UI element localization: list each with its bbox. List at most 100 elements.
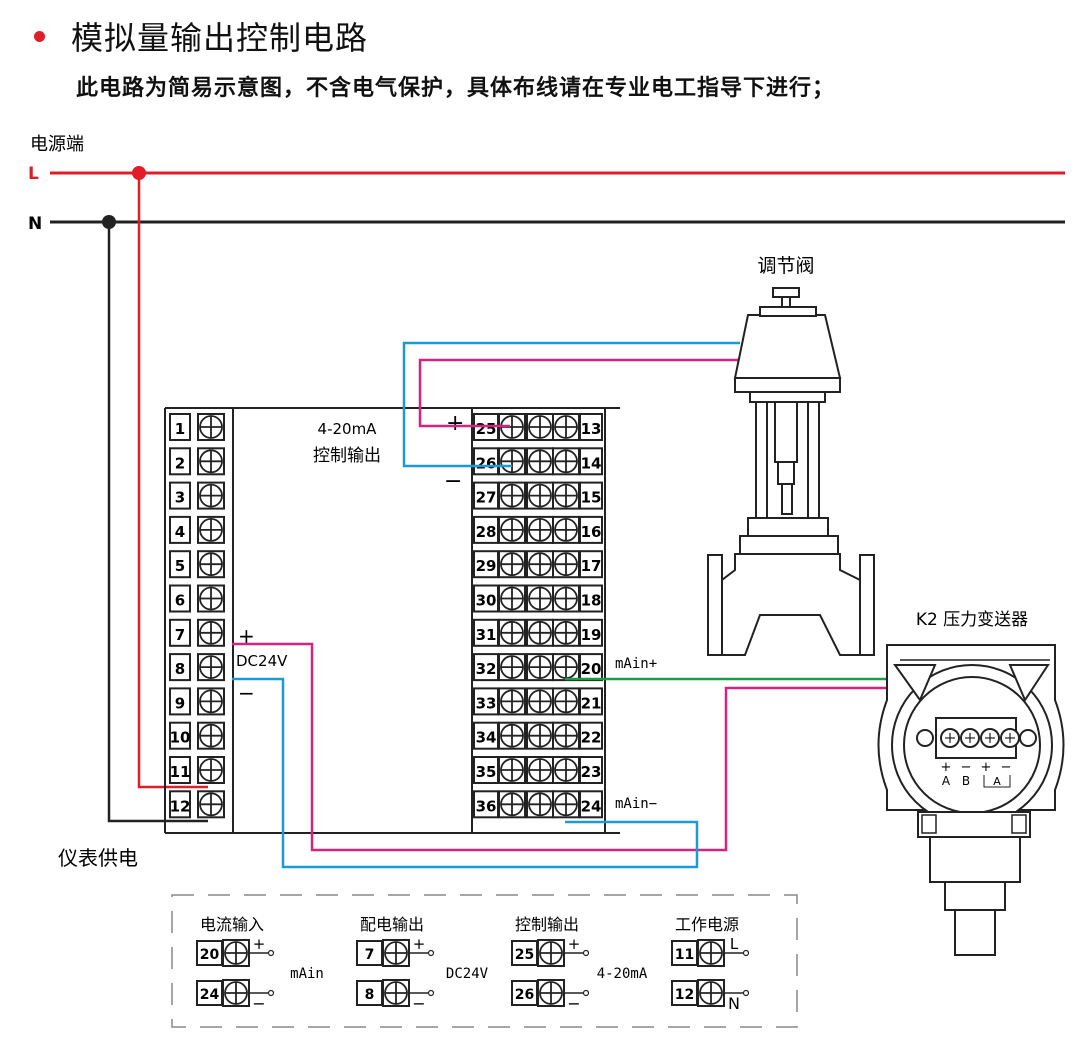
- power-label: 电源端: [30, 134, 84, 155]
- valve-flange-top: [739, 535, 839, 555]
- terminal-3: 3: [169, 481, 191, 510]
- wire-l-to-11: [137, 173, 208, 789]
- transmitter-screw-left: [916, 729, 934, 747]
- legend-group-title: 配电输出: [360, 915, 424, 934]
- terminal-10: 10: [169, 721, 191, 750]
- legend-box: [171, 894, 798, 1028]
- terminal-19: 19: [579, 618, 603, 647]
- valve-actuator-base: [734, 377, 841, 393]
- valve-stem-upper: [774, 401, 798, 463]
- terminal-4-number: 4: [175, 523, 185, 541]
- transmitter-label: K2 压力变送器: [916, 610, 1028, 630]
- terminal-27-screw-left-icon: [498, 481, 526, 510]
- legend-terminal-number: 26: [515, 987, 534, 1003]
- legend-terminal-sign: +: [253, 935, 266, 953]
- tx-minus-ab: −: [1001, 760, 1012, 775]
- terminal-30-screw-mid-icon: [526, 584, 554, 613]
- terminal-7-screw-icon: [197, 618, 225, 647]
- terminal-15: 15: [579, 481, 603, 510]
- transmitter-ear-left: [893, 664, 937, 703]
- legend-terminal-sign: +: [413, 935, 426, 953]
- legend-terminal-screw-icon: [537, 939, 565, 967]
- terminal-13: 13: [579, 413, 603, 441]
- legend-terminal-sign: −: [567, 994, 580, 1013]
- terminal-34: 34: [473, 721, 499, 750]
- terminal-9-number: 9: [175, 694, 185, 712]
- tx-ab-bracket: [983, 775, 1011, 788]
- legend-group-title: 电流输入: [200, 915, 264, 934]
- legend-terminal-sign: N: [728, 994, 740, 1013]
- terminal-15-number: 15: [581, 489, 602, 507]
- legend-group-label: DC24V: [446, 966, 489, 982]
- terminal-20-screw-icon: [552, 653, 580, 682]
- terminal-6: 6: [169, 584, 191, 613]
- tx-plus-ab: +: [981, 760, 992, 775]
- valve-actuator: [733, 314, 842, 379]
- title-bullet-icon: [34, 30, 45, 42]
- pressure-transmitter: [877, 644, 1065, 956]
- terminal-28-number: 28: [476, 523, 497, 541]
- legend-group-title: 工作电源: [675, 915, 739, 934]
- legend-terminal-number: 25: [515, 947, 534, 963]
- legend-group-label: mAin: [290, 966, 324, 982]
- terminal-33-number: 33: [476, 694, 497, 712]
- terminal-14: 14: [579, 447, 603, 476]
- terminal-26-screw-mid-icon: [526, 447, 554, 476]
- terminal-23: 23: [579, 756, 603, 784]
- transmitter-port: [954, 909, 996, 956]
- tx-plus-a: +: [941, 760, 952, 775]
- terminal-4: 4: [169, 515, 191, 544]
- terminal-34-screw-mid-icon: [526, 721, 554, 750]
- tx-label-b: B: [962, 774, 970, 788]
- terminal-21-number: 21: [581, 694, 602, 712]
- terminal-12-number: 12: [170, 797, 191, 815]
- terminal-21-screw-icon: [552, 687, 580, 716]
- terminal-7-number: 7: [175, 626, 185, 644]
- terminal-34-screw-left-icon: [498, 721, 526, 750]
- legend-terminal-sign: −: [252, 994, 265, 1013]
- terminal-35-number: 35: [476, 763, 497, 781]
- output-plus-sign: +: [446, 411, 464, 436]
- legend-terminal-screw-icon: [382, 979, 410, 1007]
- terminal-33-screw-mid-icon: [526, 687, 554, 716]
- terminal-35-screw-mid-icon: [526, 756, 554, 784]
- legend-terminal-number: 24: [200, 987, 220, 1003]
- dc-plus-sign: +: [238, 624, 255, 648]
- terminal-16: 16: [579, 515, 603, 544]
- terminal-14-number: 14: [581, 454, 602, 472]
- tx-label-a: A: [942, 774, 951, 788]
- terminal-8: 8: [169, 653, 191, 682]
- terminal-27-number: 27: [476, 489, 497, 507]
- terminal-22-number: 22: [581, 729, 602, 747]
- terminal-5-number: 5: [175, 557, 185, 575]
- legend-terminal-screw-icon: [697, 979, 725, 1007]
- terminal-9-screw-icon: [197, 687, 225, 716]
- terminal-1: 1: [169, 413, 191, 441]
- terminal-25-number: 25: [476, 420, 497, 438]
- legend: 电流输入20+24−mAin配电输出7+8−DC24V控制输出25+26−4-2…: [196, 915, 750, 1013]
- terminal-20-number: 20: [581, 660, 602, 678]
- terminal-28-screw-mid-icon: [526, 515, 554, 544]
- terminal-31-number: 31: [476, 626, 497, 644]
- terminal-21: 21: [579, 687, 603, 716]
- terminal-10-number: 10: [170, 729, 191, 747]
- terminal-14-screw-icon: [552, 447, 580, 476]
- terminal-24-number: 24: [581, 797, 602, 815]
- terminal-29: 29: [473, 550, 499, 579]
- terminal-29-screw-left-icon: [498, 550, 526, 579]
- terminal-35: 35: [473, 756, 499, 784]
- terminal-31-screw-left-icon: [498, 618, 526, 647]
- terminal-17-number: 17: [581, 557, 602, 575]
- output-minus-sign: −: [444, 469, 462, 494]
- terminal-9: 9: [169, 687, 191, 716]
- terminal-20: 20: [579, 653, 603, 682]
- legend-terminal-sign: −: [412, 994, 425, 1013]
- valve-bonnet: [747, 517, 829, 537]
- legend-terminal-screw-icon: [222, 979, 250, 1007]
- wire-8-dc24v-minus: [232, 677, 699, 869]
- terminal-22-screw-icon: [552, 721, 580, 750]
- legend-terminal-sign: L: [730, 935, 739, 953]
- transmitter-body-lower: [929, 836, 1021, 883]
